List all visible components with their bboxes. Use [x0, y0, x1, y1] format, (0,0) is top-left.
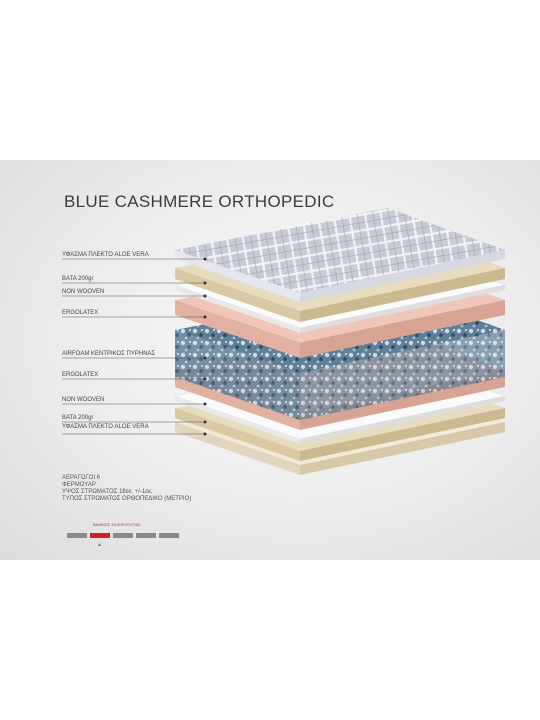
firmness-segment: [159, 533, 179, 538]
spec-line: ΑΕΡΑΓΩΓΟΙ 6: [62, 475, 100, 481]
firmness-segment: [90, 533, 110, 538]
firmness-title: ΒΑΘΜΟΣ ΣΚΛΗΡΟΤΗΤΑΣ: [93, 522, 141, 527]
layer-label: NON WOOVEN: [62, 397, 105, 403]
layer-label: NON WOOVEN: [62, 289, 105, 295]
specs-list: ΑΕΡΑΓΩΓΟΙ 6 ΦΕΡΜΟΥΑΡ ΥΨΟΣ ΣΤΡΩΜΑΤΟΣ 18εκ…: [62, 475, 191, 503]
spec-line: ΥΨΟΣ ΣΤΡΩΜΑΤΟΣ 18εκ. +/-1εκ.: [62, 489, 153, 495]
firmness-marker-icon: ▲: [97, 542, 102, 548]
firmness-segment: [67, 533, 87, 538]
layer-label: ERGOLATEX: [62, 372, 99, 378]
firmness-scale: [67, 533, 183, 539]
spec-line: ΦΕΡΜΟΥΑΡ: [62, 482, 96, 488]
layer-label: ΥΦΑΣΜΑ ΠΛΕΚΤΟ ALOE VERA: [62, 424, 149, 430]
mattress-layers-illustration: [62, 208, 506, 475]
layer-label: AIRFOAM ΚΕΝΤΡΙΚΟΣ ΠΥΡΗΝΑΣ: [62, 351, 156, 357]
firmness-segment: [136, 533, 156, 538]
layer-label: ERGOLATEX: [62, 310, 99, 316]
layer-label: ΒΑΤΑ 200gr: [62, 415, 94, 421]
product-title: BLUE CASHMERE ORTHOPEDIC: [64, 192, 335, 211]
firmness-segment: [113, 533, 133, 538]
leader-lines: [62, 258, 205, 435]
layer-label: ΥΦΑΣΜΑ ΠΛΕΚΤΟ ALOE VERA: [62, 252, 149, 258]
layer-top-quilted-fabric: [175, 208, 505, 302]
spec-line: ΤΥΠΟΣ ΣΤΡΩΜΑΤΟΣ ΟΡΘΟΠΕΔΙΚΟ (ΜΕΤΡΙΟ): [62, 496, 192, 502]
layer-label: ΒΑΤΑ 200gr: [62, 276, 94, 282]
